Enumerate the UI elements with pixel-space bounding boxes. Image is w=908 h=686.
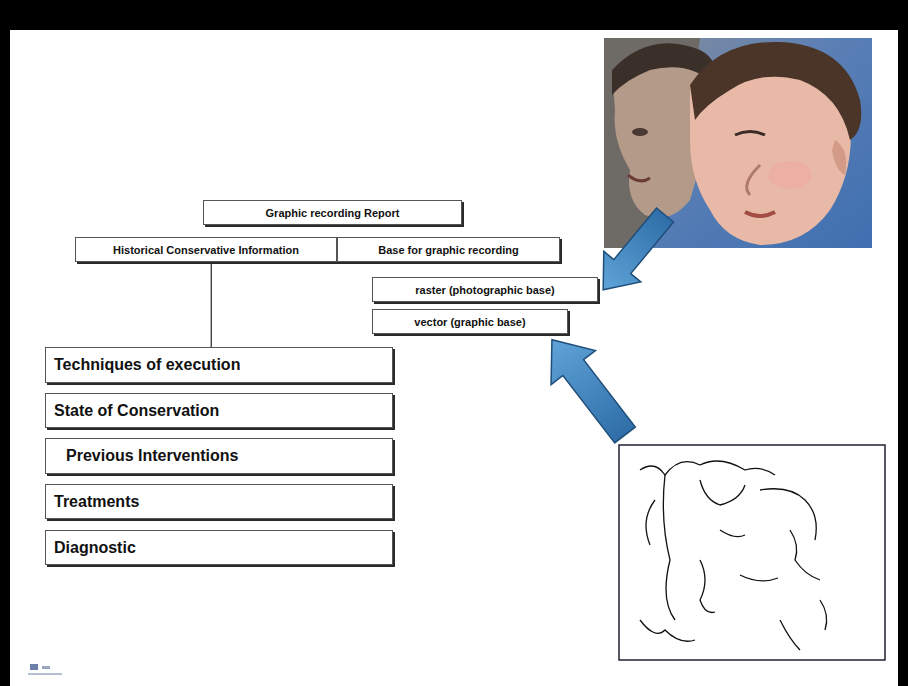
connector-line [211, 262, 212, 347]
base-type-box: vector (graphic base) [372, 309, 568, 334]
box-label: vector (graphic base) [414, 316, 525, 328]
box-label: Techniques of execution [54, 356, 240, 374]
list-box: Treatments [45, 484, 393, 519]
report-box: Graphic recording Report [203, 200, 462, 225]
box-label: raster (photographic base) [415, 284, 554, 296]
list-box: Techniques of execution [45, 347, 393, 383]
list-box: Diagnostic [45, 530, 393, 565]
box-label: Previous Interventions [66, 447, 239, 465]
vector-sketch [619, 445, 885, 660]
box-label: Treatments [54, 493, 139, 511]
box-label: Graphic recording Report [266, 207, 400, 219]
list-box: Previous Interventions [45, 438, 393, 474]
block-arrow [530, 323, 647, 452]
block-arrow [585, 200, 684, 305]
box-label: State of Conservation [54, 402, 219, 420]
box-label: Historical Conservative Information [113, 244, 299, 256]
list-box: State of Conservation [45, 393, 393, 428]
box-label: Diagnostic [54, 539, 136, 557]
category-box: Base for graphic recording [337, 237, 560, 262]
footer-icon [28, 664, 62, 674]
painting-image [604, 38, 872, 248]
base-type-box: raster (photographic base) [372, 277, 598, 302]
box-label: Base for graphic recording [378, 244, 519, 256]
category-box: Historical Conservative Information [75, 237, 337, 262]
